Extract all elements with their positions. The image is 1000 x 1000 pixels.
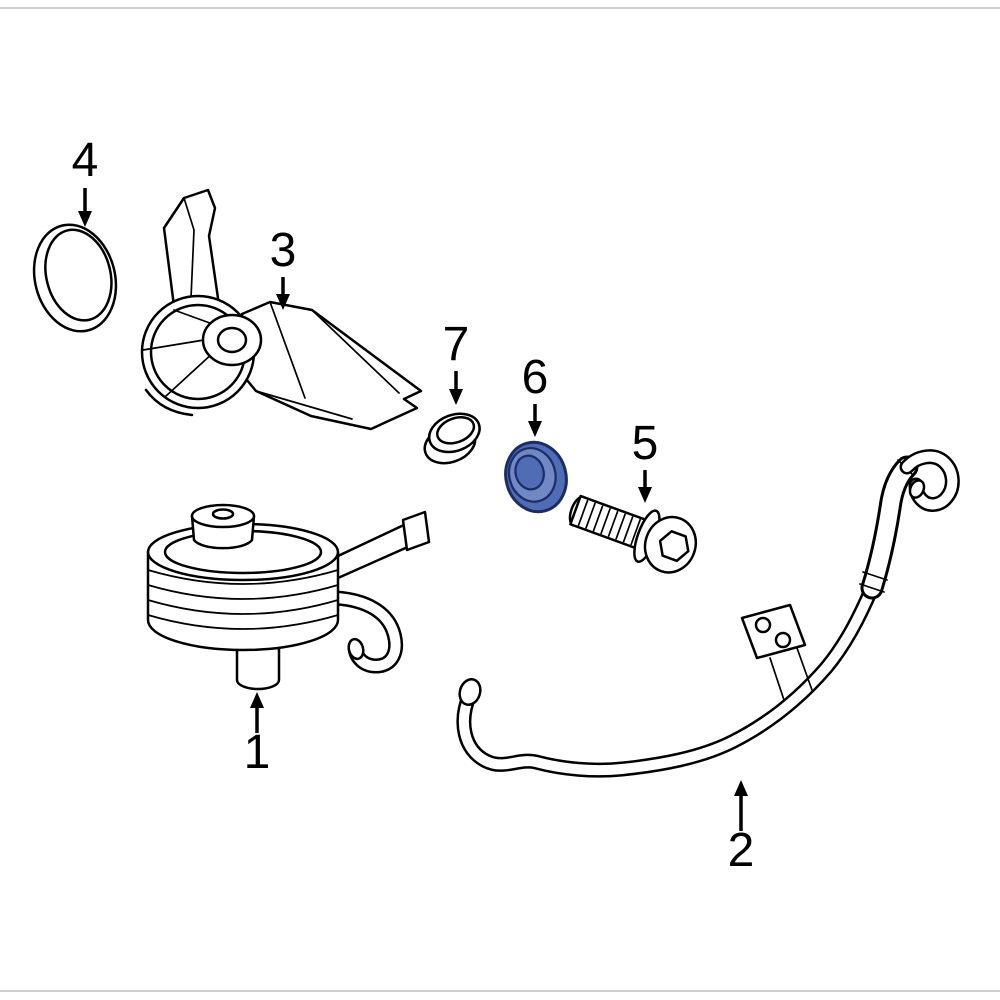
- part-4-oring: [32, 223, 118, 333]
- callout-4-label: 4: [72, 134, 99, 187]
- callout-4-arrowhead: [78, 211, 92, 227]
- part-2-cooler-tube: [456, 449, 960, 778]
- part-6-highlighted-seal: [504, 440, 568, 514]
- callout-5-label: 5: [632, 417, 659, 470]
- callout-7: 7: [443, 318, 470, 405]
- callout-1-arrowhead: [250, 692, 264, 708]
- callout-1-label: 1: [244, 726, 271, 779]
- callout-2-label: 2: [728, 824, 755, 877]
- callout-3-label: 3: [270, 224, 297, 277]
- callout-2: 2: [728, 780, 755, 877]
- callout-3-arrowhead: [276, 294, 290, 310]
- callout-6: 6: [522, 351, 549, 437]
- callout-5-arrowhead: [638, 487, 652, 503]
- callout-6-label: 6: [522, 351, 549, 404]
- part-5-bolt: [568, 494, 698, 574]
- callout-2-arrowhead: [734, 780, 748, 796]
- callout-6-arrowhead: [528, 421, 542, 437]
- callout-3: 3: [270, 224, 297, 310]
- callout-7-label: 7: [443, 318, 470, 371]
- callout-1: 1: [244, 692, 271, 779]
- callout-4: 4: [72, 134, 99, 227]
- part-6-inner-ring: [514, 454, 545, 491]
- part-3-adapter-bracket: [140, 188, 423, 431]
- callout-7-arrowhead: [449, 389, 463, 405]
- part-1-oil-cooler: [146, 503, 431, 691]
- callout-5: 5: [632, 417, 659, 503]
- part-7-seal-ring: [423, 412, 481, 465]
